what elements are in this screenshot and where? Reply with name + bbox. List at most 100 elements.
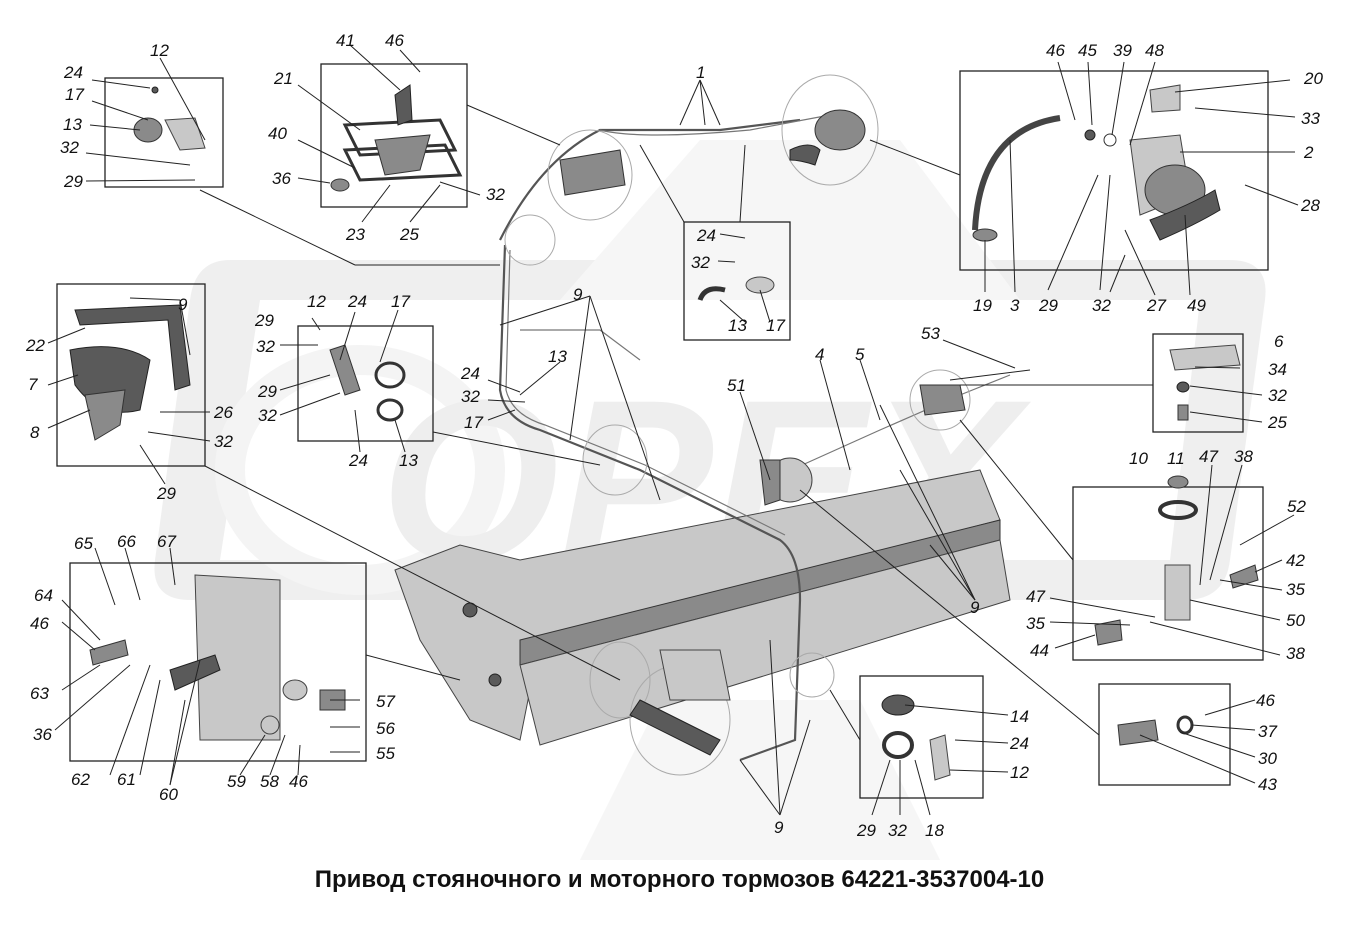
callout-25a: 25 (399, 225, 419, 244)
callout-12c: 12 (1010, 763, 1029, 782)
callout-42: 42 (1286, 551, 1305, 570)
callout-20: 20 (1303, 69, 1323, 88)
callout-40: 40 (268, 124, 287, 143)
callout-14: 14 (1010, 707, 1029, 726)
callout-45: 45 (1078, 41, 1097, 60)
inset-frames (56, 63, 1269, 799)
callout-36a: 36 (272, 169, 291, 188)
callout-39: 39 (1113, 41, 1132, 60)
callout-11: 11 (1167, 449, 1185, 468)
callout-29d: 29 (156, 484, 176, 503)
callout-7: 7 (28, 375, 38, 394)
inset-bracket-22 (56, 283, 206, 467)
callout-24d: 24 (348, 451, 368, 470)
callout-53: 53 (921, 324, 940, 343)
callout-47b: 47 (1026, 587, 1045, 606)
callout-46b: 46 (1046, 41, 1065, 60)
callout-38a: 38 (1234, 447, 1253, 466)
callout-19: 19 (973, 296, 992, 315)
callout-49: 49 (1187, 296, 1206, 315)
callout-29a: 29 (63, 172, 83, 191)
callout-24b: 24 (347, 292, 367, 311)
callout-46d: 46 (289, 772, 308, 791)
callout-32i: 32 (1268, 386, 1287, 405)
inset-valve-50 (1072, 486, 1264, 661)
callout-9c: 9 (970, 598, 980, 617)
callout-23: 23 (345, 225, 365, 244)
callout-17a: 17 (65, 85, 84, 104)
callout-13d: 13 (728, 316, 747, 335)
callout-34: 34 (1268, 360, 1287, 379)
callout-29e: 29 (1038, 296, 1058, 315)
callout-32j: 32 (888, 821, 907, 840)
callout-58: 58 (260, 772, 279, 791)
callout-56: 56 (376, 719, 395, 738)
main-assembly-parts (504, 74, 971, 776)
callout-5: 5 (855, 345, 865, 364)
callout-32g: 32 (691, 253, 710, 272)
callout-64: 64 (34, 586, 53, 605)
callout-24f: 24 (1009, 734, 1029, 753)
callout-4: 4 (815, 345, 824, 364)
callout-32b: 32 (486, 185, 505, 204)
callout-32e: 32 (214, 432, 233, 451)
callout-46c: 46 (30, 614, 49, 633)
callout-12b: 12 (307, 292, 326, 311)
callout-57: 57 (376, 692, 395, 711)
callout-46a: 46 (385, 31, 404, 50)
callout-17b: 17 (391, 292, 410, 311)
callout-50: 50 (1286, 611, 1305, 630)
inset-clamp-14 (859, 675, 984, 799)
callout-labels: 1 2 3 4 5 6 7 8 9 9 9 9 10 11 12 12 12 1… (25, 31, 1323, 840)
callout-10: 10 (1129, 449, 1148, 468)
callout-22: 22 (25, 336, 45, 355)
callout-27: 27 (1146, 296, 1166, 315)
inset-crane-21 (320, 63, 468, 208)
callout-60: 60 (159, 785, 178, 804)
callout-9d: 9 (774, 818, 784, 837)
inset-clamp-17 (297, 325, 434, 442)
callout-24a: 24 (63, 63, 83, 82)
inset-bracket-12 (104, 77, 224, 188)
callout-41: 41 (336, 31, 355, 50)
diagram-title: Привод стояночного и моторного тормозов … (314, 866, 1045, 893)
callout-61: 61 (117, 770, 136, 789)
callout-52: 52 (1287, 497, 1306, 516)
callout-32d: 32 (258, 406, 277, 425)
callout-48: 48 (1145, 41, 1164, 60)
callout-9b: 9 (573, 285, 583, 304)
callout-2: 2 (1303, 143, 1314, 162)
inset-cylinder-2 (959, 70, 1269, 271)
callout-18: 18 (925, 821, 944, 840)
callout-29c: 29 (257, 382, 277, 401)
callout-63: 63 (30, 684, 49, 703)
callout-13b: 13 (548, 347, 567, 366)
callout-26: 26 (213, 403, 233, 422)
callout-29f: 29 (856, 821, 876, 840)
inset-clamps-13-17 (683, 221, 791, 341)
callout-3: 3 (1010, 296, 1020, 315)
callout-12a: 12 (150, 41, 169, 60)
callout-35b: 35 (1026, 614, 1045, 633)
callout-13c: 13 (399, 451, 418, 470)
callout-47a: 47 (1199, 447, 1218, 466)
callout-30: 30 (1258, 749, 1277, 768)
callout-28: 28 (1300, 196, 1320, 215)
callout-59: 59 (227, 772, 246, 791)
callout-9a: 9 (178, 295, 188, 314)
callout-43: 43 (1258, 775, 1277, 794)
callout-65: 65 (74, 534, 93, 553)
callout-leaders (47, 44, 1299, 816)
callout-35a: 35 (1286, 580, 1305, 599)
callout-32f: 32 (461, 387, 480, 406)
callout-1: 1 (696, 63, 705, 82)
callout-38b: 38 (1286, 644, 1305, 663)
callout-44: 44 (1030, 641, 1049, 660)
callout-62: 62 (71, 770, 90, 789)
callout-36b: 36 (33, 725, 52, 744)
callout-8: 8 (30, 423, 40, 442)
callout-55: 55 (376, 744, 395, 763)
callout-17d: 17 (766, 316, 785, 335)
callout-66: 66 (117, 532, 136, 551)
